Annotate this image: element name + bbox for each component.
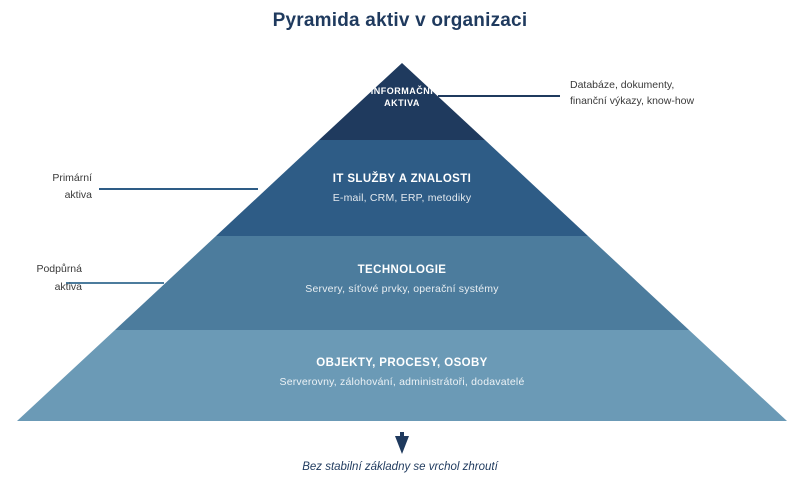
connector-line-databases xyxy=(438,95,560,97)
connector-line-support-assets xyxy=(66,282,164,284)
tier-subtitle: Serverovny, zálohování, administrátoři, … xyxy=(279,375,525,388)
asset-pyramid: INFORMAČNÍ AKTIVA IT SLUŽBY A ZNALOSTI E… xyxy=(17,63,787,421)
tier-subtitle: E-mail, CRM, ERP, metodiky xyxy=(332,192,472,204)
tier-subtitle: Servery, síťové prvky, operační systémy xyxy=(305,283,499,295)
tier-heading: INFORMAČNÍ AKTIVA xyxy=(370,85,434,108)
tier-heading: IT SLUŽBY A ZNALOSTI xyxy=(332,173,472,185)
tier-objekty-procesy-osoby: OBJEKTY, PROCESY, OSOBY Serverovny, zálo… xyxy=(17,330,787,421)
footer-caption: Bez stabilní základny se vrchol zhroutí xyxy=(302,461,498,473)
connector-line-primary-assets xyxy=(99,188,258,190)
annotation-support-assets: Podpůrná aktiva xyxy=(36,263,82,293)
diagram-title: Pyramida aktiv v organizaci xyxy=(272,10,528,31)
tier-technologie: TECHNOLOGIE Servery, síťové prvky, opera… xyxy=(115,236,689,330)
annotation-primary-assets: Primární aktiva xyxy=(52,172,92,201)
tier-heading: OBJEKTY, PROCESY, OSOBY xyxy=(316,356,488,369)
down-arrow-icon xyxy=(395,432,409,454)
tier-heading: TECHNOLOGIE xyxy=(357,264,447,276)
annotation-databases: Databáze, dokumenty, finanční výkazy, kn… xyxy=(570,79,695,107)
